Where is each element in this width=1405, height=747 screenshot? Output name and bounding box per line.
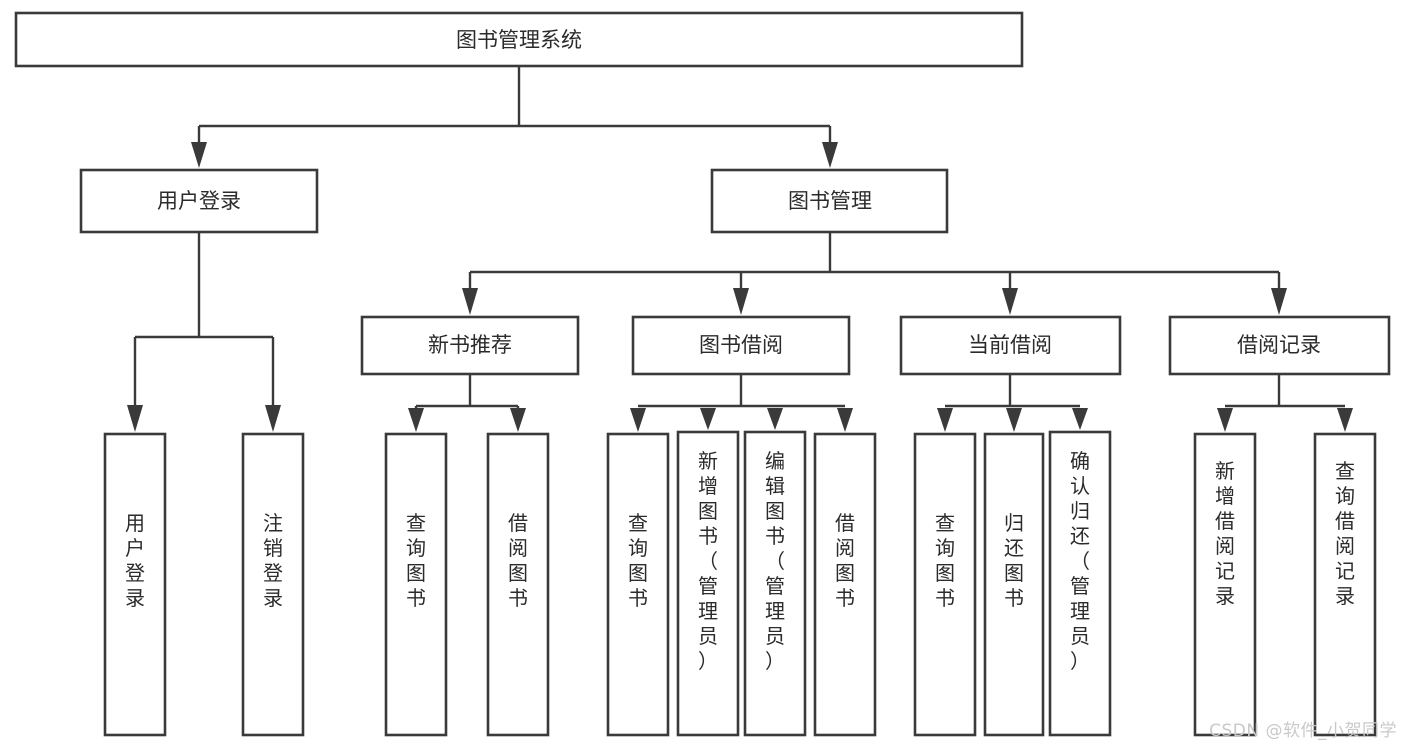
node-leaf-return-book-label: 归还图书 — [1004, 511, 1024, 610]
node-leaf-query-book-borrow[interactable]: 查询图书 — [606, 432, 670, 737]
node-borrow-record-label: 借阅记录 — [1237, 333, 1321, 357]
node-new-book-recommend-label: 新书推荐 — [428, 333, 512, 357]
node-leaf-add-borrow-record-box[interactable] — [1193, 432, 1257, 737]
arrow-head-new-book-recommend — [462, 288, 478, 315]
node-leaf-add-book-admin-label: 新增图书（管理员） — [698, 449, 718, 673]
node-current-borrow[interactable]: 当前借阅 — [899, 315, 1122, 376]
node-root[interactable]: 图书管理系统 — [14, 11, 1024, 68]
node-user-login-box[interactable] — [79, 168, 319, 234]
arrow-head-leaf-add-borrow-record — [1217, 408, 1233, 432]
arrow-head-leaf-return-book — [1006, 408, 1022, 432]
node-leaf-user-login[interactable]: 用户登录 — [103, 432, 167, 737]
node-leaf-query-book-current[interactable]: 查询图书 — [913, 432, 977, 737]
node-leaf-borrow-book-label: 借阅图书 — [835, 511, 855, 610]
node-book-borrow-box[interactable] — [631, 315, 851, 376]
node-leaf-query-book-current-label: 查询图书 — [935, 511, 955, 610]
arrow-head-book-borrow — [733, 288, 749, 315]
arrow-head-leaf-logout-login — [265, 405, 281, 432]
node-leaf-add-book-admin-box[interactable] — [676, 430, 740, 737]
arrow-head-leaf-user-login — [127, 405, 143, 432]
node-leaf-borrow-book-rec-box[interactable] — [486, 432, 550, 737]
arrow-head-leaf-add-book-admin — [700, 408, 716, 430]
node-leaf-query-book-rec[interactable]: 查询图书 — [384, 432, 448, 737]
node-leaf-logout-login-label: 注销登录 — [263, 511, 283, 610]
node-leaf-borrow-book-rec[interactable]: 借阅图书 — [486, 432, 550, 737]
connector-layer — [127, 66, 1353, 432]
node-leaf-edit-book-admin-label: 编辑图书（管理员） — [765, 449, 785, 673]
node-leaf-query-book-rec-box[interactable] — [384, 432, 448, 737]
arrow-head-leaf-query-book-current — [937, 408, 953, 432]
node-leaf-add-book-admin[interactable]: 新增图书（管理员） — [676, 430, 740, 737]
arrow-head-borrow-record — [1271, 288, 1287, 315]
node-leaf-query-book-borrow-label: 查询图书 — [628, 511, 648, 610]
arrow-head-leaf-confirm-return-admin — [1072, 408, 1088, 430]
leaf-node-layer: 用户登录 注销登录 查询图书 借阅图书 查询图书 新增图书（管理员） — [103, 430, 1377, 737]
node-leaf-query-book-borrow-box[interactable] — [606, 432, 670, 737]
arrow-head-leaf-query-book-rec — [408, 408, 424, 432]
node-current-borrow-box[interactable] — [899, 315, 1122, 376]
node-book-management[interactable]: 图书管理 — [710, 168, 949, 234]
arrow-head-leaf-borrow-book-rec — [510, 408, 526, 432]
node-leaf-user-login-label: 用户登录 — [125, 511, 145, 610]
node-leaf-query-borrow-record-label: 查询借阅记录 — [1335, 459, 1355, 608]
arrow-head-leaf-query-borrow-record — [1337, 408, 1353, 432]
node-leaf-borrow-book-rec-label: 借阅图书 — [508, 511, 528, 610]
node-leaf-query-book-rec-label: 查询图书 — [406, 511, 426, 610]
node-borrow-record[interactable]: 借阅记录 — [1168, 315, 1391, 376]
node-root-box[interactable] — [14, 11, 1024, 68]
node-book-management-box[interactable] — [710, 168, 949, 234]
node-leaf-return-book-box[interactable] — [983, 432, 1045, 737]
arrow-head-user-login — [191, 142, 207, 168]
node-leaf-confirm-return-admin-box[interactable] — [1048, 430, 1112, 737]
node-leaf-borrow-book-box[interactable] — [813, 432, 877, 737]
node-user-login[interactable]: 用户登录 — [79, 168, 319, 234]
arrow-head-leaf-query-book-borrow — [630, 408, 646, 432]
node-leaf-query-borrow-record[interactable]: 查询借阅记录 — [1313, 432, 1377, 737]
node-leaf-logout-login-box[interactable] — [241, 432, 305, 737]
node-leaf-confirm-return-admin[interactable]: 确认归还（管理员） — [1048, 430, 1112, 737]
node-root-label: 图书管理系统 — [456, 28, 582, 52]
node-user-login-label: 用户登录 — [157, 189, 241, 213]
node-leaf-return-book[interactable]: 归还图书 — [983, 432, 1045, 737]
node-book-management-label: 图书管理 — [788, 189, 872, 213]
arrow-head-current-borrow — [1002, 288, 1018, 315]
csdn-watermark: CSDN @软件_小贺同学 — [1209, 721, 1397, 741]
arrow-head-leaf-edit-book-admin — [767, 408, 783, 430]
node-leaf-edit-book-admin[interactable]: 编辑图书（管理员） — [743, 430, 807, 737]
arrow-head-leaf-borrow-book — [837, 408, 853, 432]
node-book-borrow[interactable]: 图书借阅 — [631, 315, 851, 376]
node-book-borrow-label: 图书借阅 — [699, 333, 783, 357]
node-leaf-borrow-book[interactable]: 借阅图书 — [813, 432, 877, 737]
node-new-book-recommend[interactable]: 新书推荐 — [360, 315, 580, 376]
node-leaf-logout-login[interactable]: 注销登录 — [241, 432, 305, 737]
node-leaf-query-book-current-box[interactable] — [913, 432, 977, 737]
node-leaf-confirm-return-admin-label: 确认归还（管理员） — [1070, 449, 1090, 673]
node-current-borrow-label: 当前借阅 — [968, 333, 1052, 357]
node-borrow-record-box[interactable] — [1168, 315, 1391, 376]
node-leaf-add-borrow-record-label: 新增借阅记录 — [1215, 459, 1235, 608]
node-leaf-query-borrow-record-box[interactable] — [1313, 432, 1377, 737]
node-leaf-add-borrow-record[interactable]: 新增借阅记录 — [1193, 432, 1257, 737]
arrow-head-book-management — [822, 142, 838, 168]
node-leaf-user-login-box[interactable] — [103, 432, 167, 737]
node-leaf-edit-book-admin-box[interactable] — [743, 430, 807, 737]
node-new-book-recommend-box[interactable] — [360, 315, 580, 376]
